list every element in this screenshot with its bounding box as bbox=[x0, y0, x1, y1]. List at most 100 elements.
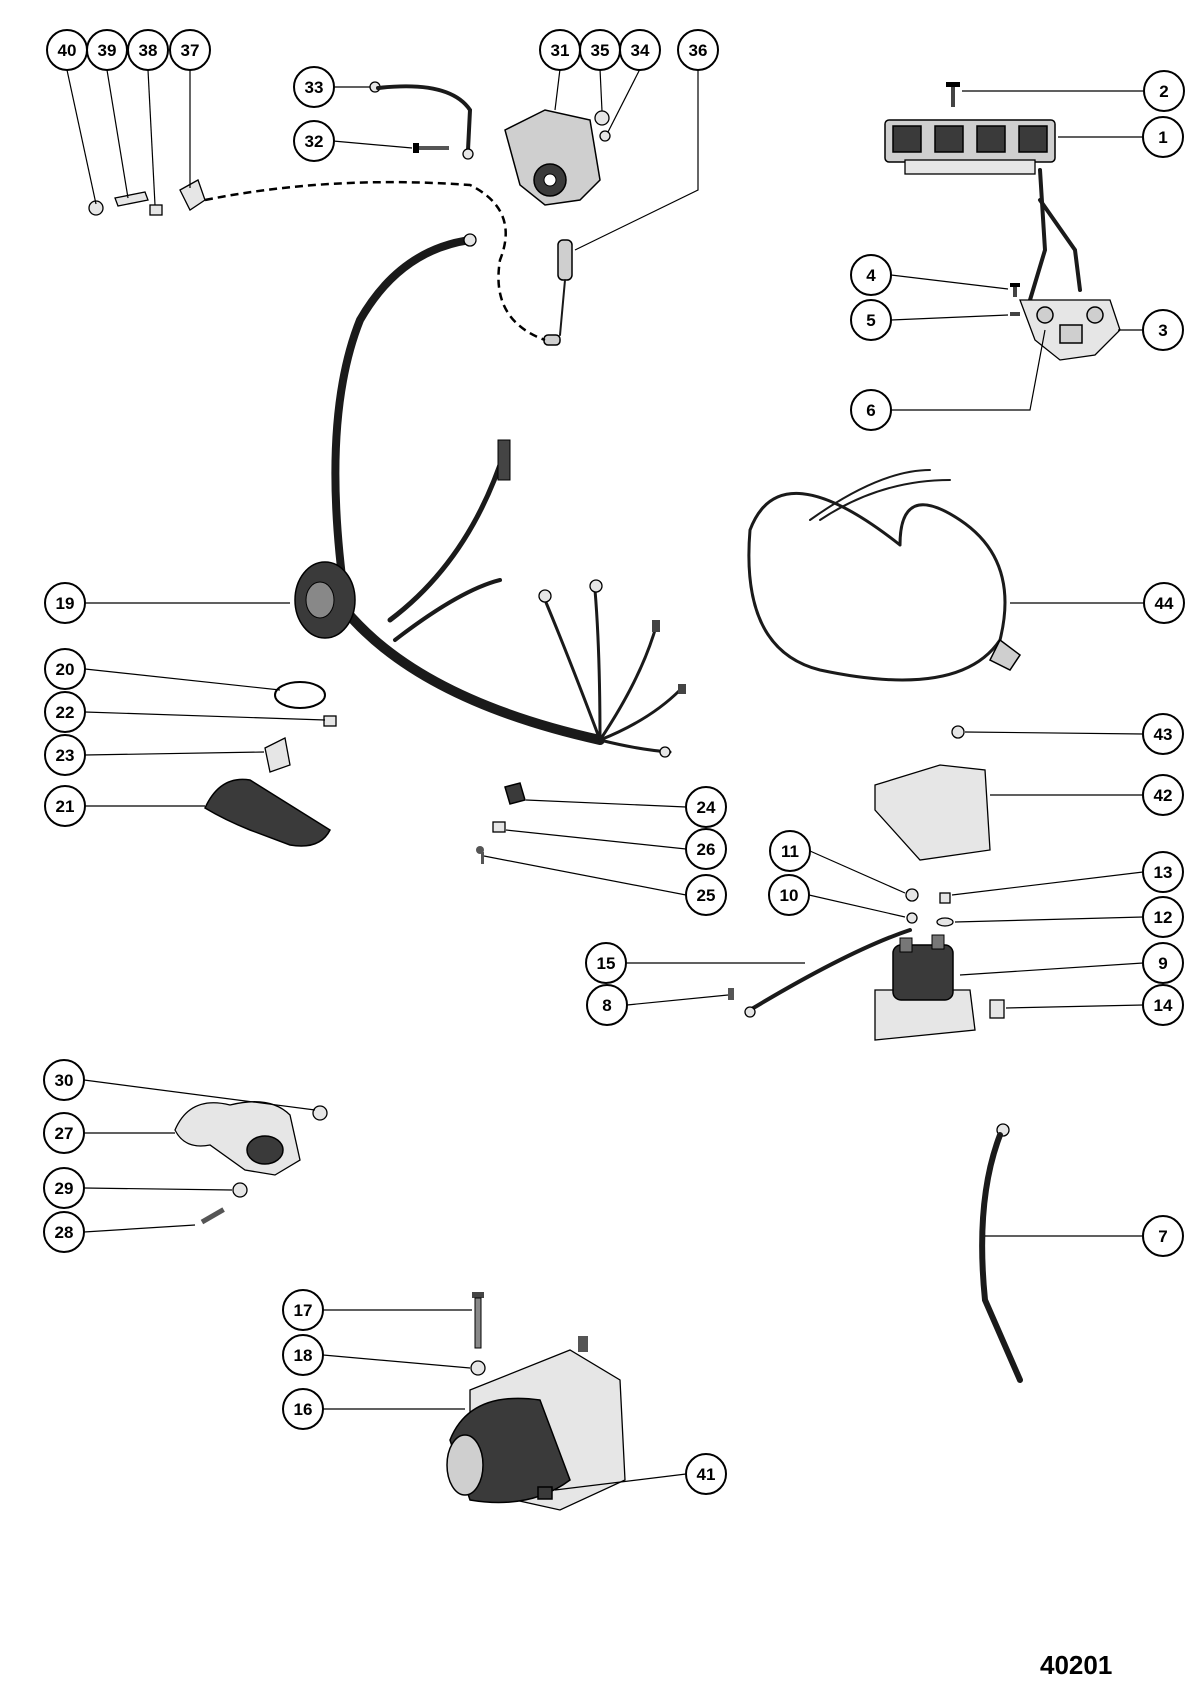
part-7-cable bbox=[979, 1123, 1023, 1383]
callout-label: 2 bbox=[1159, 82, 1168, 101]
callout-label: 5 bbox=[866, 311, 875, 330]
part-30-nut bbox=[312, 1105, 328, 1121]
callout-label: 35 bbox=[591, 41, 610, 60]
callout-16: 16 bbox=[282, 1388, 324, 1430]
part-23-clip bbox=[264, 737, 291, 773]
callout-34: 34 bbox=[619, 29, 661, 71]
callout-circle bbox=[586, 984, 628, 1026]
callout-13: 13 bbox=[1142, 851, 1184, 893]
leader-lines bbox=[66, 68, 1144, 1491]
callout-circle bbox=[293, 120, 335, 162]
callout-label: 38 bbox=[139, 41, 158, 60]
callout-label: 37 bbox=[181, 41, 200, 60]
part-26-washer bbox=[492, 821, 506, 833]
callout-circle bbox=[685, 828, 727, 870]
callout-circle bbox=[1143, 70, 1185, 112]
part-12-washer bbox=[936, 917, 954, 927]
callout-label: 6 bbox=[866, 401, 875, 420]
callout-circle bbox=[293, 66, 335, 108]
part-4-screw bbox=[1010, 283, 1020, 297]
part-24-clip bbox=[504, 782, 526, 805]
callout-circle bbox=[1142, 116, 1184, 158]
callout-21: 21 bbox=[44, 785, 86, 827]
part-42-bracket bbox=[874, 764, 991, 861]
callout-circle bbox=[169, 29, 211, 71]
callout-44: 44 bbox=[1143, 582, 1185, 624]
callout-label: 24 bbox=[697, 798, 716, 817]
callout-9: 9 bbox=[1142, 942, 1184, 984]
callout-circle bbox=[43, 1211, 85, 1253]
callout-label: 31 bbox=[551, 41, 570, 60]
callout-25: 25 bbox=[685, 874, 727, 916]
callout-6: 6 bbox=[850, 389, 892, 431]
callout-27: 27 bbox=[43, 1112, 85, 1154]
callout-circle bbox=[1143, 582, 1185, 624]
part-31-coil bbox=[504, 109, 601, 206]
callout-label: 16 bbox=[294, 1400, 313, 1419]
callout-circle bbox=[850, 299, 892, 341]
part-9-solenoid bbox=[874, 934, 976, 1041]
part-2-screw bbox=[946, 82, 960, 107]
part-5-washer bbox=[1010, 312, 1020, 316]
callout-label: 13 bbox=[1154, 863, 1173, 882]
callout-26: 26 bbox=[685, 828, 727, 870]
part-40-nut bbox=[88, 200, 104, 216]
callout-circle bbox=[44, 734, 86, 776]
callout-circle bbox=[1142, 1215, 1184, 1257]
callout-label: 11 bbox=[781, 842, 799, 861]
callout-5: 5 bbox=[850, 299, 892, 341]
callout-17: 17 bbox=[282, 1289, 324, 1331]
callout-42: 42 bbox=[1142, 774, 1184, 816]
callout-label: 33 bbox=[305, 78, 324, 97]
callout-circle bbox=[43, 1112, 85, 1154]
part-35-nut bbox=[594, 110, 610, 126]
callout-label: 43 bbox=[1154, 725, 1173, 744]
part-11-nut bbox=[905, 888, 919, 902]
part-29-washer bbox=[232, 1182, 248, 1198]
callout-10: 10 bbox=[768, 874, 810, 916]
callout-label: 17 bbox=[294, 1301, 313, 1320]
part-1-terminal-block bbox=[884, 119, 1082, 302]
callout-label: 34 bbox=[631, 41, 650, 60]
callout-11: 11 bbox=[769, 830, 811, 872]
part-16-starter-motor bbox=[446, 1336, 626, 1511]
callout-label: 30 bbox=[55, 1071, 74, 1090]
callout-8: 8 bbox=[586, 984, 628, 1026]
callout-circle bbox=[1142, 713, 1184, 755]
callout-7: 7 bbox=[1142, 1215, 1184, 1257]
callout-circle bbox=[43, 1167, 85, 1209]
callout-31: 31 bbox=[539, 29, 581, 71]
callout-label: 44 bbox=[1155, 594, 1174, 613]
figure-number: 40201 bbox=[1040, 1650, 1113, 1680]
callout-circle bbox=[1142, 984, 1184, 1026]
part-37-terminal bbox=[179, 179, 206, 211]
callout-41: 41 bbox=[685, 1453, 727, 1495]
callout-circle bbox=[585, 942, 627, 984]
part-33-ground-wire bbox=[369, 81, 474, 160]
callout-label: 32 bbox=[305, 132, 324, 151]
callout-circle bbox=[677, 29, 719, 71]
callout-label: 3 bbox=[1158, 321, 1167, 340]
part-17-bolt bbox=[472, 1292, 484, 1349]
callout-33: 33 bbox=[293, 66, 335, 108]
callout-circle bbox=[282, 1289, 324, 1331]
part-28-screw bbox=[200, 1207, 225, 1225]
callout-2: 2 bbox=[1143, 70, 1185, 112]
callout-40: 40 bbox=[46, 29, 88, 71]
callout-1: 1 bbox=[1142, 116, 1184, 158]
callout-28: 28 bbox=[43, 1211, 85, 1253]
callout-circle bbox=[282, 1388, 324, 1430]
callout-label: 40 bbox=[58, 41, 77, 60]
callout-label: 21 bbox=[56, 797, 75, 816]
callout-label: 4 bbox=[866, 266, 876, 285]
callout-label: 25 bbox=[697, 886, 716, 905]
callout-circle bbox=[1142, 774, 1184, 816]
callout-label: 23 bbox=[56, 746, 75, 765]
callout-14: 14 bbox=[1142, 984, 1184, 1026]
callout-4: 4 bbox=[850, 254, 892, 296]
part-44-wire-assembly bbox=[747, 469, 1022, 682]
callout-label: 14 bbox=[1154, 996, 1173, 1015]
callout-label: 28 bbox=[55, 1223, 74, 1242]
